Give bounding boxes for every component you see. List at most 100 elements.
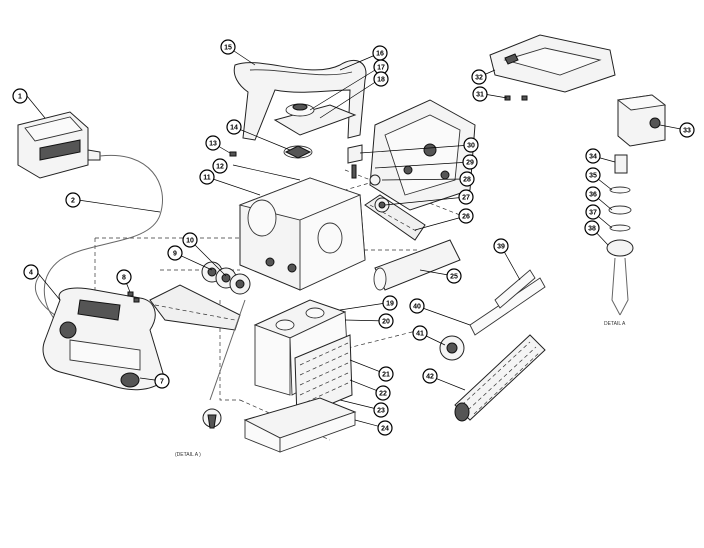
- callout-number: 30: [467, 143, 475, 150]
- callout-number: 25: [450, 274, 458, 281]
- callout-35: 35: [585, 167, 601, 183]
- side-cover-part: [369, 99, 476, 211]
- callout-number: 40: [413, 304, 421, 311]
- callout-10: 10: [182, 232, 198, 248]
- callout-number: 41: [416, 331, 424, 338]
- power-supply-part: [17, 111, 101, 179]
- callout-circle: [585, 148, 601, 164]
- callout-number: 31: [476, 92, 484, 99]
- callout-circle: [409, 298, 425, 314]
- callout-circle: [205, 135, 221, 151]
- callout-circle: [373, 71, 389, 87]
- callout-number: 36: [589, 192, 597, 199]
- callout-number: 37: [589, 210, 597, 217]
- callout-circle: [220, 39, 236, 55]
- connector-part: [347, 144, 363, 179]
- callout-18: 18: [373, 71, 389, 87]
- callout-group: 1247891011121314151617181920212223242526…: [12, 39, 695, 436]
- propeller-part: [283, 145, 313, 159]
- callout-number: 12: [216, 164, 224, 171]
- callout-9: 9: [167, 245, 183, 261]
- callout-number: 15: [224, 45, 232, 52]
- callout-29: 29: [462, 154, 478, 170]
- callout-number: 20: [382, 319, 390, 326]
- callout-number: 10: [186, 238, 194, 245]
- callout-31: 31: [472, 86, 488, 102]
- callout-circle: [462, 154, 478, 170]
- callout-14: 14: [226, 119, 242, 135]
- filter-basket-assembly: [243, 299, 357, 453]
- callout-number: 13: [209, 141, 217, 148]
- callout-number: 1: [18, 94, 22, 101]
- callout-41: 41: [412, 325, 428, 341]
- callout-circle: [422, 368, 438, 384]
- callout-circle: [199, 169, 215, 185]
- callout-15: 15: [220, 39, 236, 55]
- callout-number: 2: [71, 198, 75, 205]
- detail-a-label-right: DETAIL A: [604, 321, 626, 327]
- callout-circle: [182, 232, 198, 248]
- callout-number: 35: [589, 173, 597, 180]
- handle-part: [233, 60, 367, 141]
- callout-number: 42: [426, 374, 434, 381]
- callout-circle: [212, 158, 228, 174]
- callout-13: 13: [205, 135, 221, 151]
- detail-a-label-left: (DETAIL A ): [175, 452, 201, 458]
- roller-rod-parts: [469, 269, 546, 336]
- callout-circle: [585, 186, 601, 202]
- callout-7: 7: [154, 373, 170, 389]
- callout-22: 22: [375, 385, 391, 401]
- wheel-bearings: [201, 261, 251, 295]
- callout-number: 9: [173, 251, 177, 258]
- callout-23: 23: [373, 402, 389, 418]
- callout-17: 17: [373, 59, 389, 75]
- callout-37: 37: [585, 204, 601, 220]
- callout-circle: [585, 204, 601, 220]
- callout-circle: [154, 373, 170, 389]
- roller-end-wheel: [439, 335, 465, 361]
- callout-circle: [458, 189, 474, 205]
- callout-circle: [412, 325, 428, 341]
- callout-number: 27: [462, 195, 470, 202]
- callout-circle: [463, 137, 479, 153]
- callout-number: 16: [376, 51, 384, 58]
- small-gear-parts: [369, 174, 390, 213]
- callout-number: 28: [463, 177, 471, 184]
- callout-11: 11: [199, 169, 215, 185]
- callout-circle: [167, 245, 183, 261]
- callout-circle: [459, 171, 475, 187]
- callout-number: 39: [497, 244, 505, 251]
- impeller-assembly: [273, 103, 357, 136]
- callout-number: 29: [466, 160, 474, 167]
- callout-circle: [446, 268, 462, 284]
- callout-26: 26: [458, 208, 474, 224]
- callout-number: 19: [386, 301, 394, 308]
- callout-circle: [12, 88, 28, 104]
- callout-number: 24: [381, 426, 389, 433]
- callout-circle: [382, 295, 398, 311]
- callout-38: 38: [584, 220, 600, 236]
- callout-4: 4: [23, 264, 39, 280]
- caddy-part: [42, 287, 166, 391]
- callout-20: 20: [378, 313, 394, 329]
- callout-circle: [377, 420, 393, 436]
- callout-circle: [116, 269, 132, 285]
- callout-12: 12: [212, 158, 228, 174]
- callout-circle: [472, 86, 488, 102]
- motor-body-part: [238, 177, 366, 291]
- callout-number: 22: [379, 391, 387, 398]
- callout-circle: [493, 238, 509, 254]
- callout-number: 4: [29, 270, 33, 277]
- callout-42: 42: [422, 368, 438, 384]
- callout-16: 16: [372, 45, 388, 61]
- callout-28: 28: [459, 171, 475, 187]
- callout-number: 21: [382, 372, 390, 379]
- callout-30: 30: [463, 137, 479, 153]
- callout-circle: [471, 69, 487, 85]
- callout-circle: [458, 208, 474, 224]
- callout-33: 33: [679, 122, 695, 138]
- callout-number: 34: [589, 154, 597, 161]
- callout-21: 21: [378, 366, 394, 382]
- callout-circle: [378, 313, 394, 329]
